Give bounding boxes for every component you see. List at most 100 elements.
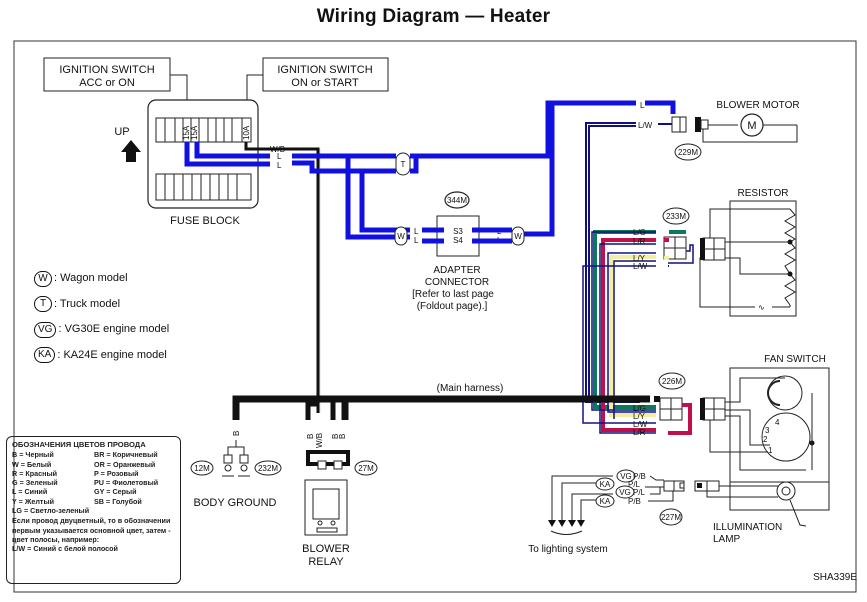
diagram-polyline xyxy=(784,241,796,275)
diagram-polyline xyxy=(650,487,661,495)
color-legend-item: OR = Оранжевый xyxy=(94,460,174,469)
diagram-ellipse xyxy=(658,372,686,390)
diagram-polyline xyxy=(784,273,796,306)
main-harness xyxy=(232,395,650,420)
diagram-rect xyxy=(43,57,171,92)
diagram-polyline xyxy=(645,100,676,114)
up-arrow-icon xyxy=(121,140,141,162)
label-l: L xyxy=(414,236,419,245)
diagram-rect xyxy=(394,226,408,246)
wire-label-l-1: L xyxy=(277,152,282,161)
label-line2: CONNECTOR xyxy=(425,277,489,288)
label-line1: ADAPTER xyxy=(433,265,480,276)
motor-symbol: M xyxy=(747,120,756,132)
blower-motor: BLOWER MOTOR M 229M xyxy=(671,100,800,161)
connector-27m: 27M xyxy=(358,464,374,473)
diagram-code: SHA339E xyxy=(813,572,857,583)
diagram-ellipse xyxy=(444,191,470,209)
fuse-15a-1: 15A xyxy=(182,125,191,140)
label-0: 4 xyxy=(775,418,780,427)
color-legend-example: L/W = Синий с белой полосой xyxy=(12,544,118,554)
label-w-marker: W xyxy=(514,232,522,241)
diagram-rect xyxy=(700,238,705,260)
diagram-rect xyxy=(223,454,233,464)
diagram-rect xyxy=(700,119,709,130)
diagram-polyline xyxy=(170,74,188,108)
color-legend-item: W = Белый xyxy=(12,460,92,469)
diagram-rect xyxy=(317,460,327,470)
diagram-circle xyxy=(240,464,248,472)
diagram-rect xyxy=(511,226,525,246)
diagram-polyline xyxy=(725,409,770,446)
thermal-fuse-icon: ∿ xyxy=(758,303,765,312)
diagram-frame xyxy=(13,40,857,593)
diagram-rect xyxy=(306,450,350,466)
color-legend-item: Y = Желтый xyxy=(12,497,92,506)
label-b: B xyxy=(232,431,241,436)
diagram-rect xyxy=(239,454,249,464)
color-code: OR xyxy=(94,459,105,469)
diagram-polyline xyxy=(702,125,798,143)
diagram-polyline xyxy=(729,482,830,511)
diagram-polygon xyxy=(548,520,556,527)
diagram-g xyxy=(164,118,243,200)
diagram-rect xyxy=(155,173,252,201)
diagram-circle xyxy=(761,412,811,462)
diagram-polyline xyxy=(410,100,636,159)
diagram-rect xyxy=(729,367,830,483)
color-code: PU xyxy=(94,478,104,488)
color-legend-item: L = Синий xyxy=(12,487,92,496)
color-code: W xyxy=(12,459,19,469)
ignition-start-label-2: ON or START xyxy=(291,77,359,89)
ignition-switch-acc: IGNITION SWITCH ACC or ON xyxy=(43,57,171,92)
connector-233m: 233M xyxy=(666,212,686,221)
ignition-acc-label-2: ACC or ON xyxy=(79,77,135,89)
diagram-polyline xyxy=(591,231,656,411)
model-legend-item: W: Wagon model xyxy=(34,266,169,292)
diagram-rect xyxy=(654,396,660,402)
color-legend-item: LG = Светло-зеленый xyxy=(12,506,92,515)
diagram-ellipse xyxy=(595,477,615,491)
color-code: P xyxy=(94,468,99,478)
color-code: G xyxy=(12,478,18,488)
resistor-label: RESISTOR xyxy=(738,188,789,199)
diagram-ellipse xyxy=(595,494,615,508)
connector-227m: 227M xyxy=(661,513,681,522)
label-lr: L/R xyxy=(633,428,646,437)
blower-relay-label-1: BLOWER xyxy=(302,543,350,555)
diagram-rect xyxy=(695,117,701,132)
diagram-polyline xyxy=(599,243,656,434)
diagram-polyline xyxy=(648,487,674,502)
diagram-polyline xyxy=(601,238,656,432)
color-legend-note: Если провод двуцветный, то в обозначении… xyxy=(12,516,171,544)
color-code: SB xyxy=(94,496,104,506)
diagram-path xyxy=(550,530,583,535)
color-name: = Светло-зеленый xyxy=(23,506,90,516)
wire-color-legend-title: ОБОЗНАЧЕНИЯ ЦВЕТОВ ПРОВОДА xyxy=(12,440,146,449)
connector-229m: 229M xyxy=(678,148,698,157)
truck-marker-label: T xyxy=(401,160,406,169)
color-name: = Зеленый xyxy=(19,478,58,488)
diagram-polyline xyxy=(184,142,270,167)
diagram-polyline xyxy=(345,156,410,240)
color-legend-item: B = Черный xyxy=(12,450,92,459)
color-code: BR xyxy=(94,450,105,460)
diagram-polyline xyxy=(725,377,785,403)
label-l: L xyxy=(640,101,645,110)
connector-232m: 232M xyxy=(258,464,278,473)
label-l: L xyxy=(414,227,419,236)
color-legend-item: GY = Серый xyxy=(94,487,174,496)
body-ground: B 12M 232M BODY GROUND xyxy=(190,431,282,509)
diagram-circle xyxy=(330,520,336,526)
label-b: B xyxy=(306,434,315,439)
color-code: L xyxy=(12,487,17,497)
diagram-polyline xyxy=(725,257,790,275)
diagram-polyline xyxy=(236,446,245,455)
label-ka: KA xyxy=(600,497,611,506)
color-legend-item: P = Розовый xyxy=(94,469,174,478)
color-code: Y xyxy=(12,496,17,506)
color-name: = Серый xyxy=(106,487,137,497)
diagram-ellipse xyxy=(616,469,636,483)
diagram-polyline xyxy=(789,499,807,527)
diagram-polyline xyxy=(292,160,396,174)
